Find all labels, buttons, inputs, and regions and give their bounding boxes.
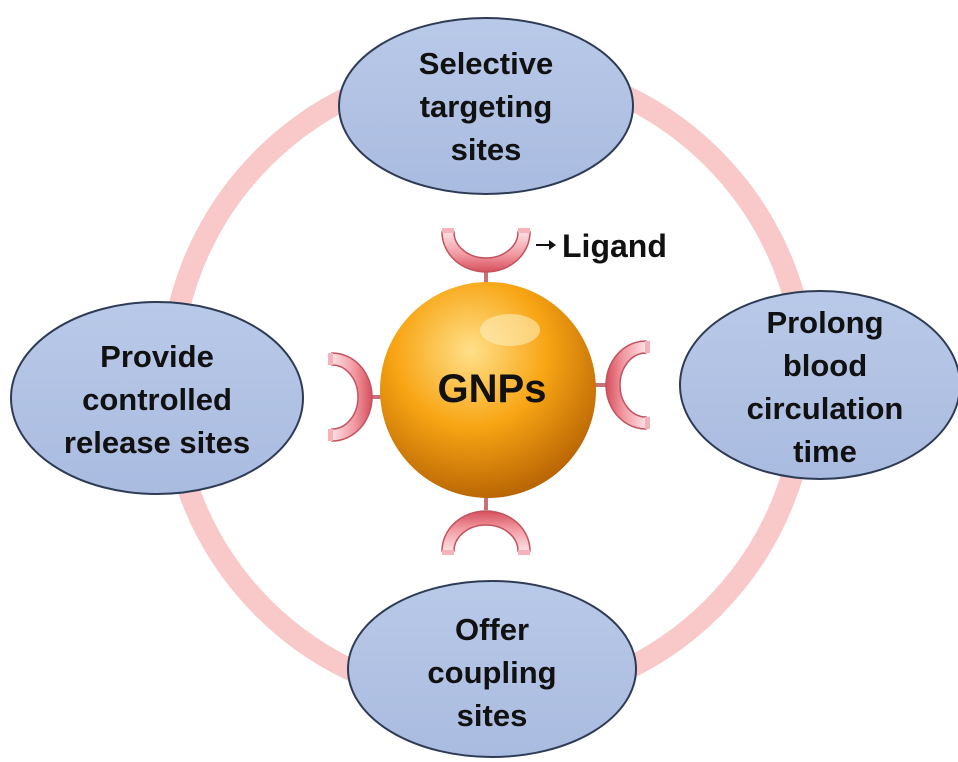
arrow-right-icon — [549, 240, 556, 250]
ligand-label: Ligand — [562, 228, 667, 264]
node-bottom-line-3: sites — [457, 698, 528, 733]
node-left-line-2: controlled — [82, 382, 232, 417]
node-top-line-2: targeting — [420, 89, 553, 124]
node-bottom-line-2: coupling — [427, 655, 556, 690]
ligand-callout: Ligand — [536, 228, 667, 264]
node-controlled-release: Provide controlled release sites — [10, 301, 304, 495]
node-right-line-1: Prolong — [766, 305, 883, 340]
ligand-bottom — [441, 510, 531, 555]
node-right-line-3: circulation — [747, 391, 904, 426]
node-top-line-3: sites — [451, 132, 522, 167]
node-left-line-3: release sites — [64, 425, 250, 460]
node-right-line-4: time — [793, 434, 857, 469]
ligand-top — [441, 228, 531, 273]
node-selective-targeting: Selective targeting sites — [338, 17, 634, 195]
gnp-sphere: GNPs — [380, 282, 596, 498]
node-offer-coupling: Offer coupling sites — [347, 580, 637, 758]
node-right-line-2: blood — [783, 348, 867, 383]
gnp-label: GNPs — [438, 367, 547, 411]
node-left-line-1: Provide — [100, 339, 214, 374]
ligand-right — [605, 340, 650, 430]
node-prolong-circulation: Prolong blood circulation time — [679, 290, 958, 480]
node-top-line-1: Selective — [419, 46, 553, 81]
ligand-left — [328, 352, 373, 442]
node-bottom-line-1: Offer — [455, 612, 529, 647]
